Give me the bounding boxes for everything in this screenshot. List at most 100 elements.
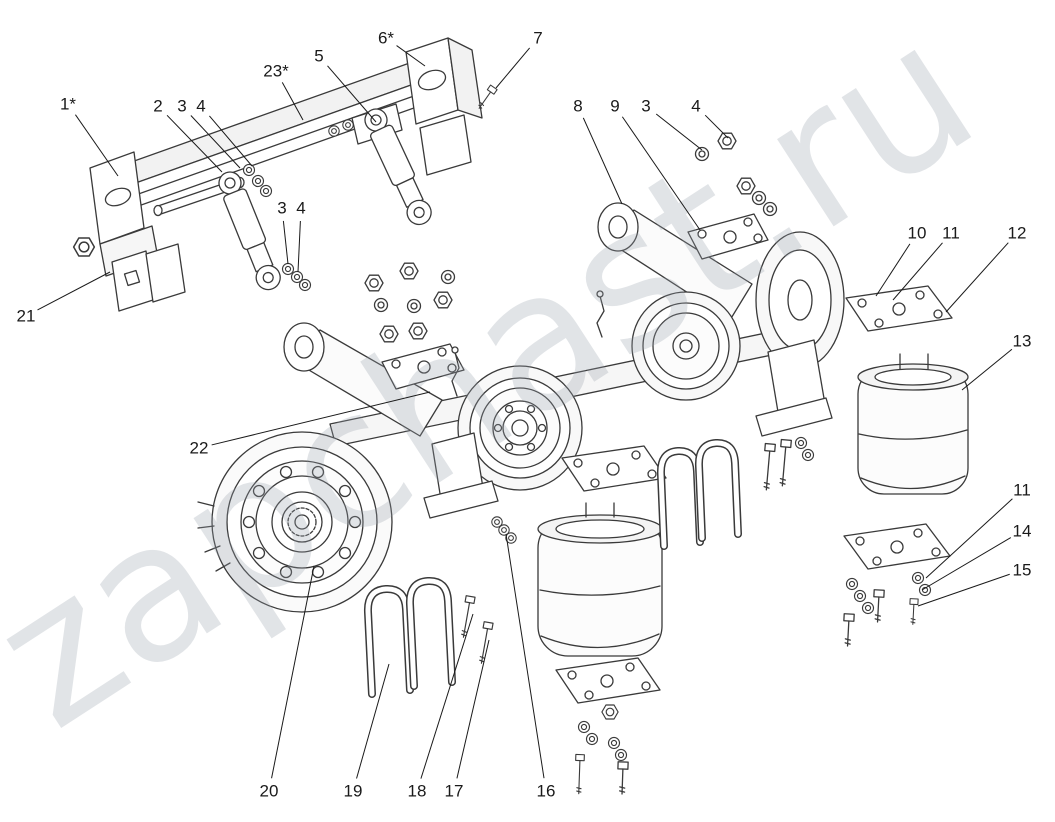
washer-icon <box>251 174 265 188</box>
nut-icon <box>399 262 419 280</box>
diagram-artwork <box>72 37 969 795</box>
callout-label-14: 14 <box>1013 522 1032 541</box>
brake-drum-rear <box>755 231 845 369</box>
washer-icon <box>259 184 273 198</box>
brake-assembly-front <box>457 365 583 491</box>
washer-icon <box>861 601 875 615</box>
callout-label-6: 6* <box>378 29 394 48</box>
callout-label-10: 10 <box>908 224 927 243</box>
callout-label-13: 13 <box>1013 332 1032 351</box>
spring-seat-rear <box>687 213 769 260</box>
callout-label-3: 3 <box>177 97 186 116</box>
callout-label-23: 23* <box>263 62 289 81</box>
callout-label-11: 11 <box>942 224 960 243</box>
callout-label-7: 7 <box>533 29 542 48</box>
callout-leader-line <box>356 663 390 779</box>
callout-leader-line <box>961 348 1013 391</box>
hanger-plate <box>145 243 186 303</box>
bolt-icon <box>908 598 919 626</box>
washer-icon <box>577 720 591 734</box>
callout-label-21: 21 <box>17 307 36 326</box>
callout-label-22: 22 <box>190 439 209 458</box>
callout-leader-line <box>921 537 1012 591</box>
callout-leader-line <box>327 65 377 123</box>
callout-leader-line <box>704 114 729 139</box>
shock-absorber-rear <box>364 108 432 226</box>
callout-leader-line <box>892 242 943 301</box>
callout-leader-line <box>621 116 701 231</box>
nut-icon <box>364 274 384 292</box>
bolt-icon <box>616 761 629 795</box>
callout-label-20: 20 <box>260 782 279 801</box>
bolt-icon <box>760 442 776 491</box>
watermark-text: zapchast.ru <box>0 0 1010 770</box>
callout-leader-line <box>37 271 111 311</box>
washer-icon <box>281 262 295 276</box>
callout-label-4: 4 <box>691 97 700 116</box>
bolt-icon <box>871 589 885 623</box>
callout-leader-line <box>209 115 253 167</box>
callout-leader-line <box>211 391 431 446</box>
washer-icon <box>845 577 859 591</box>
callout-label-1: 1* <box>60 95 76 114</box>
nut-icon <box>72 237 96 257</box>
u-bolts-center <box>656 438 742 550</box>
washer-icon <box>911 571 925 585</box>
washer-icon <box>614 748 628 762</box>
washer-icon <box>585 732 599 746</box>
callout-leader-line <box>925 498 1013 579</box>
bolt-icon <box>841 613 855 647</box>
frame-assembly <box>89 37 483 312</box>
hanger-plate <box>419 114 472 176</box>
callout-leader-line <box>281 82 304 121</box>
mounting-plate-top-right <box>845 285 953 332</box>
callout-leader-line <box>75 114 119 177</box>
mounting-plate-right <box>843 523 951 570</box>
shock-absorber-front <box>218 171 281 291</box>
callout-leader-line <box>917 573 1010 607</box>
callout-label-12: 12 <box>1008 224 1027 243</box>
washer-icon <box>298 278 312 292</box>
callout-label-9: 9 <box>610 97 619 116</box>
callout-label-3: 3 <box>277 199 286 218</box>
callout-label-18: 18 <box>408 782 427 801</box>
axle-assembly <box>283 202 845 519</box>
callout-label-8: 8 <box>573 97 582 116</box>
callout-label-4: 4 <box>196 97 205 116</box>
washer-icon <box>607 736 621 750</box>
callout-leader-line <box>505 533 545 779</box>
washer-icon <box>328 125 340 137</box>
bolt-icon <box>573 753 585 795</box>
washer-icon <box>794 436 808 450</box>
callout-leader-line <box>297 220 301 273</box>
callout-leader-line <box>582 117 623 205</box>
callout-leader-line <box>271 565 315 779</box>
washer-icon <box>853 589 867 603</box>
callout-label-17: 17 <box>445 782 464 801</box>
washer-icon <box>801 448 815 462</box>
washer-icon <box>242 163 256 177</box>
callout-label-2: 2 <box>153 97 162 116</box>
u-bolts-bottom-left <box>363 576 456 698</box>
nut-icon <box>601 704 619 720</box>
callout-leader-line <box>166 114 223 173</box>
callout-leader-line <box>495 47 531 89</box>
callout-label-3: 3 <box>641 97 650 116</box>
callout-leader-line <box>945 242 1009 313</box>
spring-seat-front <box>381 343 465 390</box>
mounting-plate-center <box>561 445 667 492</box>
mounting-plate-bottom <box>555 657 661 704</box>
callout-leader-line <box>875 243 911 297</box>
callout-leader-line <box>190 115 241 169</box>
brake-assembly-rear <box>631 291 741 401</box>
wheel-hub <box>197 431 393 613</box>
callout-leader-line <box>456 639 490 779</box>
washer-icon <box>342 119 354 131</box>
air-spring-front <box>537 502 663 657</box>
callout-label-4: 4 <box>296 199 305 218</box>
callout-leader-line <box>396 45 426 67</box>
callout-leader-line <box>420 613 474 779</box>
